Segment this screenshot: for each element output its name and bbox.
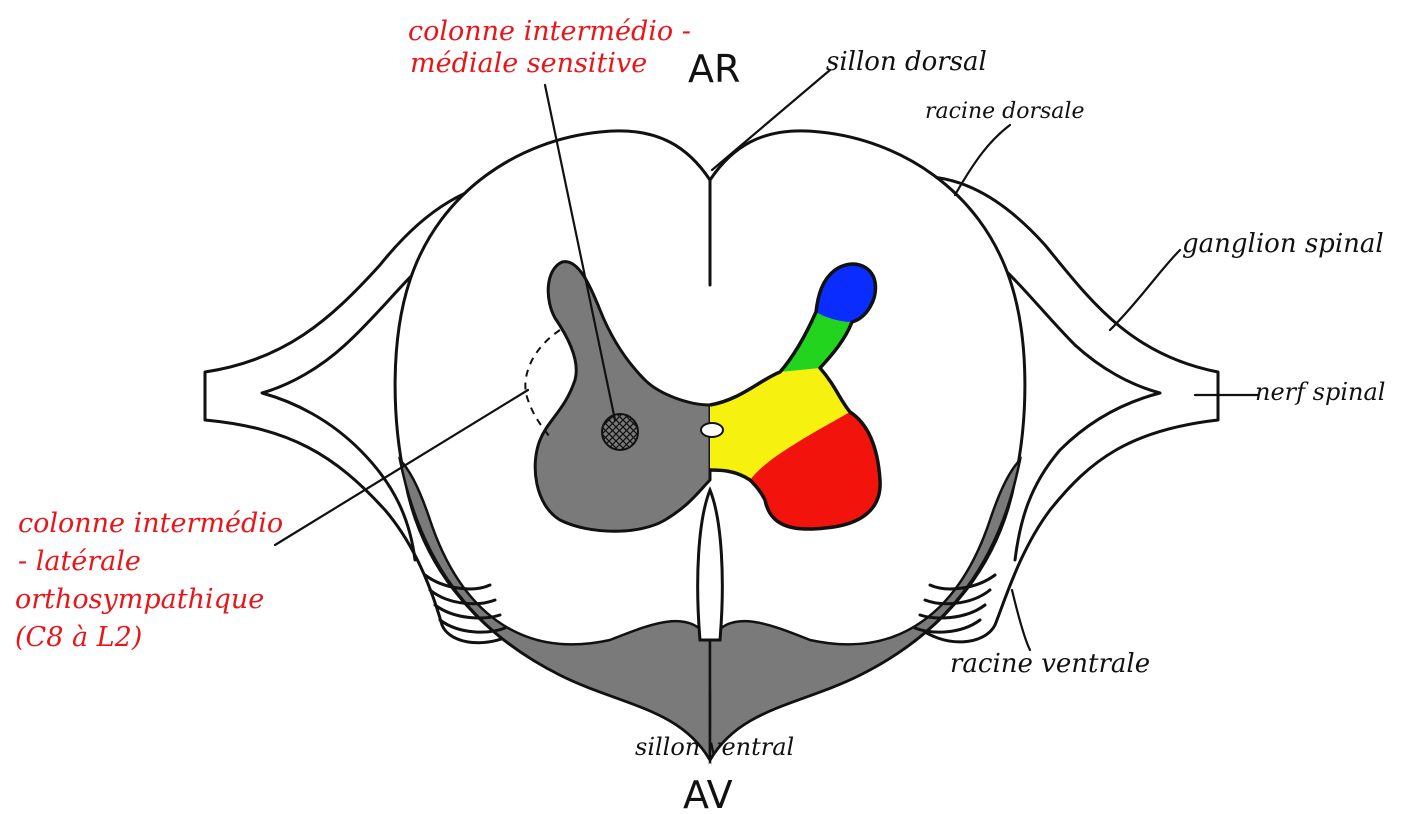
label-dorsal: AR	[688, 47, 740, 91]
label-colonne-laterale-1: colonne intermédio	[18, 508, 283, 539]
intermediomedial-column	[602, 414, 638, 450]
label-nerf-spinal: nerf spinal	[1255, 378, 1385, 406]
label-sillon-dorsal: sillon dorsal	[826, 47, 987, 77]
label-racine-dorsale: racine dorsale	[925, 99, 1084, 124]
label-colonne-laterale-2: - latérale	[18, 546, 141, 577]
label-colonne-laterale-3: orthosympathique	[15, 584, 264, 615]
label-colonne-laterale-4: (C8 à L2)	[15, 622, 142, 653]
leader-racine-ventrale	[1012, 590, 1030, 650]
label-racine-ventrale: racine ventrale	[950, 649, 1150, 679]
leader-ganglion-spinal	[1110, 250, 1180, 330]
label-colonne-mediale-2: médiale sensitive	[410, 48, 647, 79]
label-ganglion-spinal: ganglion spinal	[1182, 229, 1384, 259]
label-sillon-ventral: sillon ventral	[635, 733, 794, 761]
central-canal	[701, 423, 723, 437]
label-ventral: AV	[683, 773, 733, 814]
label-colonne-mediale-1: colonne intermédio -	[408, 16, 691, 47]
